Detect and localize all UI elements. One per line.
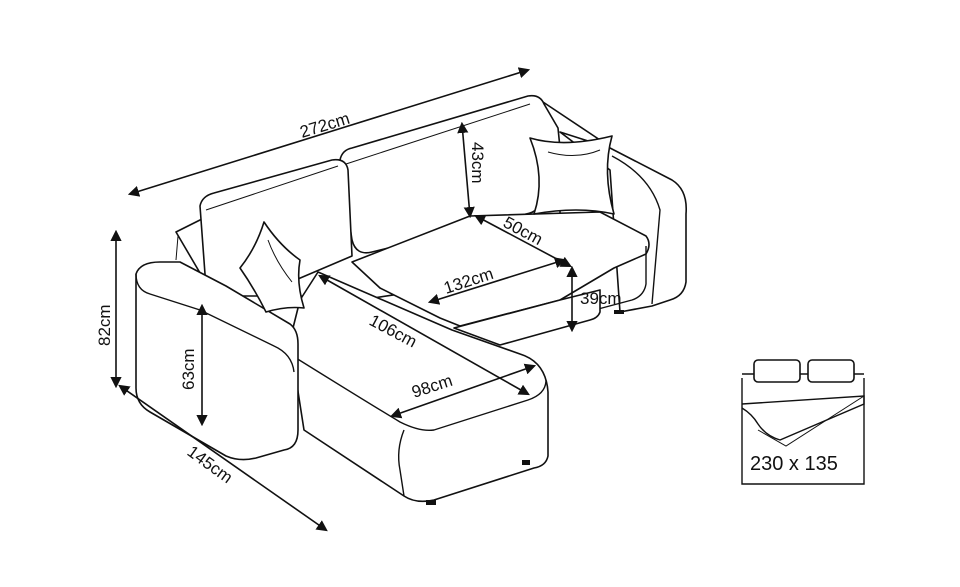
- label-seat-height: 39cm: [580, 289, 622, 308]
- arrow-total-depth: [118, 384, 328, 532]
- pillow-left: [239, 221, 305, 313]
- bed-size-icon: 230 x 135: [741, 359, 865, 485]
- dimension-lines: [110, 67, 578, 532]
- bed-size-label: 230 x 135: [750, 453, 838, 475]
- arrow-total-width: [127, 67, 531, 197]
- label-total-height: 82cm: [95, 304, 114, 346]
- arrow-back-cushion-height: [457, 121, 475, 219]
- bed-icon-pillow-left: [753, 359, 801, 383]
- label-total-width: 272cm: [298, 109, 352, 142]
- pillow-right: [529, 135, 615, 215]
- bed-icon-pillow-right: [807, 359, 855, 383]
- label-armrest-height: 63cm: [179, 348, 198, 390]
- foot-1: [426, 500, 436, 505]
- foot-3: [614, 310, 624, 314]
- arrow-chaise-width: [389, 363, 537, 419]
- foot-2: [522, 460, 530, 465]
- bed-icon-frame: [741, 378, 865, 485]
- bed-icon-blanket: [741, 395, 865, 441]
- label-back-cushion-height: 43cm: [468, 142, 487, 184]
